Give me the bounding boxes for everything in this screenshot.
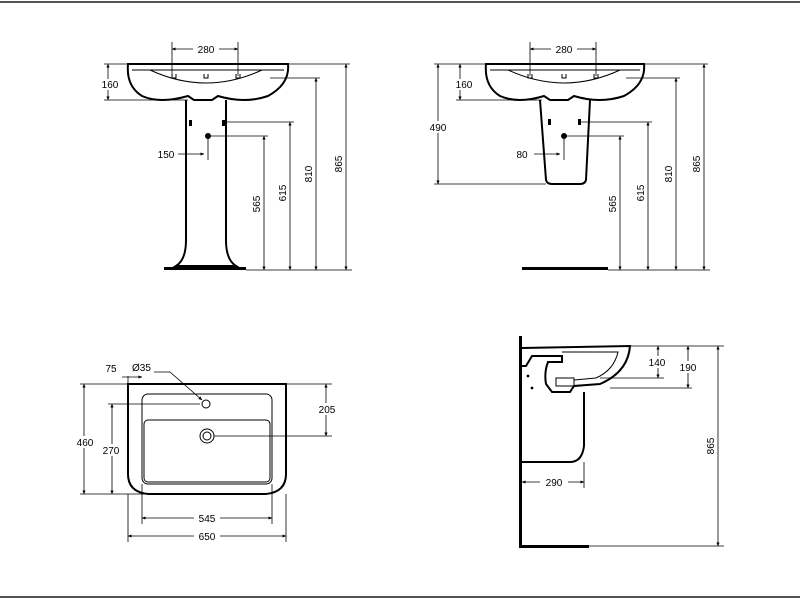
tap-hole-right <box>593 74 599 79</box>
waste-offset-label: 80 <box>516 150 528 161</box>
height-label: 865 <box>706 437 717 454</box>
pedestal-foot <box>164 267 246 270</box>
bowl-depth-label: 140 <box>649 358 666 369</box>
height-615-label: 615 <box>278 184 289 201</box>
tap-hole <box>201 399 211 409</box>
basin-bowl-outline <box>143 419 271 483</box>
basin-outline <box>484 63 646 101</box>
fixing-point-left <box>548 119 551 125</box>
edge-offset-label: 75 <box>105 364 117 375</box>
side-view: 140 190 865 290 <box>519 336 724 548</box>
fixing-point-right <box>222 120 225 126</box>
tap-hole-right <box>235 74 241 79</box>
tap-spacing-label: 280 <box>198 45 215 56</box>
basin-depth-label: 160 <box>456 80 473 91</box>
height-810-label: 810 <box>304 165 315 182</box>
basin-inner-profile <box>562 351 619 381</box>
overall-490-label: 490 <box>430 123 447 134</box>
front-view-pedestal: 280 160 150 565 615 810 865 <box>100 42 352 271</box>
projection-label: 290 <box>546 478 563 489</box>
waste-outer-ring <box>199 428 215 444</box>
basin-plan-outline <box>127 383 287 495</box>
tap-hole-left <box>171 74 177 79</box>
semi-pedestal-side <box>522 392 585 463</box>
depth-label: 460 <box>77 438 94 449</box>
wall-line <box>519 336 522 548</box>
tap-hole-centre <box>203 74 209 79</box>
floor-line <box>522 267 608 270</box>
height-865-label: 865 <box>692 155 703 172</box>
waste-inner-ring <box>202 431 212 441</box>
fixing-dot-2 <box>530 386 534 390</box>
semi-pedestal <box>539 99 591 185</box>
waste-point <box>561 133 567 139</box>
hole-to-waste-label: 205 <box>319 405 336 416</box>
hole-diameter-leader <box>154 371 203 401</box>
fixing-point-right <box>578 119 581 125</box>
overall-width-label: 650 <box>199 532 216 543</box>
height-565-label: 565 <box>608 195 619 212</box>
basin-inner-rim <box>141 393 273 485</box>
basin-height-label: 190 <box>680 363 697 374</box>
waste-point <box>205 133 211 139</box>
height-865-label: 865 <box>334 155 345 172</box>
inner-width-label: 545 <box>199 514 216 525</box>
basin-outline <box>126 63 290 101</box>
tap-hole-centre <box>561 74 567 79</box>
height-615-label: 615 <box>636 184 647 201</box>
hole-diameter-label: Ø35 <box>132 363 151 374</box>
fixing-point-left <box>189 120 192 126</box>
floor-line <box>519 545 589 548</box>
tap-hole-left <box>527 74 533 79</box>
fixing-dot-1 <box>526 374 530 378</box>
basin-depth-label: 160 <box>102 80 119 91</box>
front-view-semi-pedestal: 280 160 490 80 565 615 810 865 <box>424 42 710 271</box>
basin-side-profile <box>521 344 632 393</box>
basin-bowl-curve <box>149 69 263 84</box>
basin-bowl-curve <box>507 69 621 84</box>
overflow-detail <box>555 377 575 387</box>
height-810-label: 810 <box>664 165 675 182</box>
height-565-label: 565 <box>252 195 263 212</box>
waste-from-front-label: 270 <box>103 446 120 457</box>
waste-offset-label: 150 <box>158 150 175 161</box>
pedestal-column <box>172 100 240 267</box>
plan-view: 75 Ø35 205 460 270 545 650 <box>72 363 340 543</box>
tap-spacing-label: 280 <box>556 45 573 56</box>
